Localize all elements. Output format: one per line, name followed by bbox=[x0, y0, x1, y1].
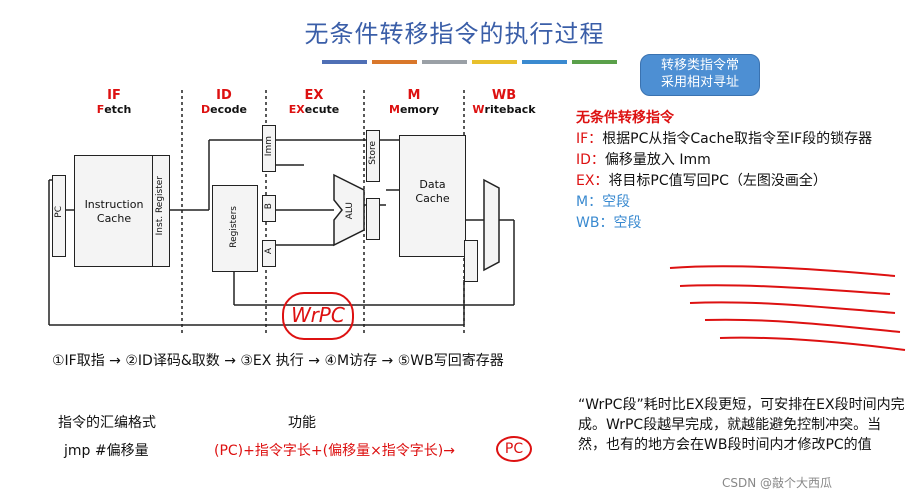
explain-ex-label: EX： bbox=[576, 173, 609, 189]
explain-if-label: IF： bbox=[576, 131, 603, 147]
stage-id: ID Decode bbox=[184, 88, 264, 116]
store-register: Store bbox=[366, 130, 380, 182]
explain-wb: WB：空段 bbox=[576, 215, 642, 231]
explain-m: M：空段 bbox=[576, 194, 631, 210]
registers-label: Registers bbox=[229, 206, 239, 248]
stage-initial: D bbox=[200, 103, 211, 116]
explain-heading: 无条件转移指令 bbox=[576, 110, 674, 126]
imm-register: Imm bbox=[262, 125, 276, 172]
slide-title: 无条件转移指令的执行过程 bbox=[304, 20, 605, 48]
instruction-cache: Instruction Cache bbox=[74, 155, 154, 267]
stage-initial: M bbox=[388, 103, 400, 116]
pipeline-steps: ①IF取指 → ②ID译码&取数 → ③EX 执行 → ④M访存 → ⑤WB写回… bbox=[52, 353, 504, 369]
stripe-3 bbox=[422, 60, 467, 64]
stripe-6 bbox=[572, 60, 617, 64]
wrpc-annotation: WrPC bbox=[282, 292, 354, 340]
alu-out-register bbox=[366, 198, 380, 240]
inst-register: Inst. Register bbox=[152, 155, 170, 267]
icache-label-1: Instruction bbox=[84, 198, 144, 211]
explanation-panel: 无条件转移指令 IF：根据PC从指令Cache取指令至IF段的锁存器 ID：偏移… bbox=[576, 108, 906, 234]
store-label: Store bbox=[368, 141, 378, 165]
stage-name: ecute bbox=[304, 103, 340, 116]
stage-code: M bbox=[407, 88, 421, 103]
stage-initial: W bbox=[472, 103, 485, 116]
watermark: CSDN @敲个大西瓜 bbox=[722, 476, 833, 490]
stage-code: ID bbox=[216, 88, 232, 103]
b-register: B bbox=[262, 195, 276, 222]
stage-name: emory bbox=[399, 103, 440, 116]
stage-code: WB bbox=[491, 88, 517, 103]
explain-if: IF：根据PC从指令Cache取指令至IF段的锁存器 bbox=[576, 129, 906, 150]
registers-file: Registers bbox=[212, 185, 258, 272]
diagram-wires bbox=[48, 90, 515, 335]
explain-ex: EX：将目标PC值写回PC（左图没画全） bbox=[576, 171, 906, 192]
function-target-pc: PC bbox=[496, 436, 532, 462]
imm-label: Imm bbox=[264, 136, 274, 157]
callout-line-1: 转移类指令常 bbox=[660, 58, 739, 73]
explain-id-text: 偏移量放入 Imm bbox=[604, 152, 711, 168]
inst-register-label: Inst. Register bbox=[155, 176, 165, 236]
explain-id: ID：偏移量放入 Imm bbox=[576, 150, 906, 171]
stage-ex: EX EXecute bbox=[274, 88, 354, 116]
wb-register bbox=[464, 240, 478, 282]
pipeline-diagram: IF Fetch ID Decode EX EXecute M Memory W… bbox=[34, 80, 554, 348]
a-label: A bbox=[264, 248, 274, 255]
stripe-2 bbox=[372, 60, 417, 64]
stage-initial: EX bbox=[288, 103, 305, 116]
b-label: B bbox=[264, 203, 274, 210]
dcache-label-1: Data bbox=[419, 178, 446, 191]
alu-label: ALU bbox=[345, 202, 355, 220]
scribble-annotations bbox=[669, 265, 906, 351]
pc-label: PC bbox=[54, 206, 64, 218]
stripe-5 bbox=[522, 60, 567, 64]
format-header: 指令的汇编格式 bbox=[58, 415, 156, 431]
instruction-text: jmp #偏移量 bbox=[64, 443, 149, 459]
stage-code: IF bbox=[107, 88, 121, 103]
function-header: 功能 bbox=[288, 415, 316, 431]
stage-initial: F bbox=[96, 103, 105, 116]
stripe-1 bbox=[322, 60, 367, 64]
stage-wb: WB Writeback bbox=[464, 88, 544, 116]
stage-code: EX bbox=[304, 88, 324, 103]
a-register: A bbox=[262, 240, 276, 267]
stripe-4 bbox=[472, 60, 517, 64]
explain-if-text: 根据PC从指令Cache取指令至IF段的锁存器 bbox=[602, 131, 873, 147]
pc-register: PC bbox=[52, 175, 66, 257]
explain-id-label: ID： bbox=[576, 152, 605, 168]
callout-bubble: 转移类指令常 采用相对寻址 bbox=[640, 54, 760, 96]
stage-if: IF Fetch bbox=[74, 88, 154, 116]
icache-label-2: Cache bbox=[96, 212, 132, 225]
dcache-label-2: Cache bbox=[415, 192, 450, 205]
stage-name: ecode bbox=[210, 103, 247, 116]
stage-name: riteback bbox=[484, 103, 536, 116]
stage-name: etch bbox=[104, 103, 132, 116]
data-cache: Data Cache bbox=[399, 135, 466, 257]
stage-m: M Memory bbox=[374, 88, 454, 116]
explain-ex-text: 将目标PC值写回PC（左图没画全） bbox=[608, 173, 827, 189]
callout-line-2: 采用相对寻址 bbox=[660, 75, 739, 90]
function-expression: (PC)+指令字长+(偏移量×指令字长)→ bbox=[214, 443, 455, 459]
note-text: “WrPC段”耗时比EX段更短，可安排在EX段时间内完成。WrPC段越早完成，就… bbox=[578, 397, 905, 453]
